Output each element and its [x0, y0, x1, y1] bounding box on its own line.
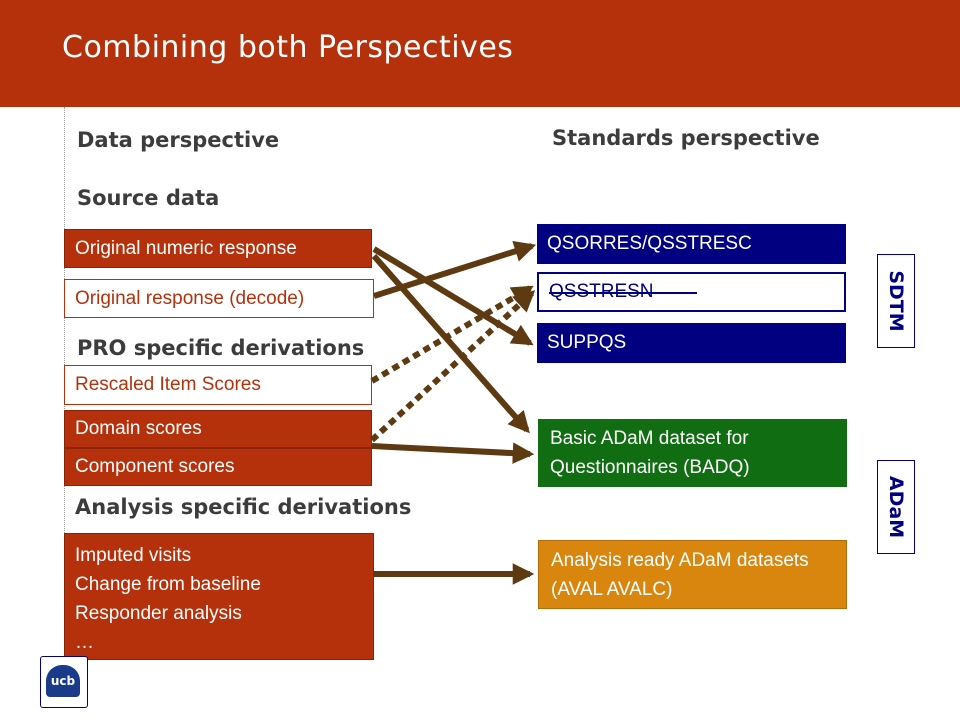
domain-scores-box: Domain scores	[64, 410, 372, 448]
arrow-numeric-to-suppqs	[372, 246, 534, 346]
qsstresn-label: QSSTRESN	[549, 281, 654, 303]
analysis-line-responder: Responder analysis	[75, 603, 242, 624]
adam-badge: ADaM	[877, 460, 915, 554]
component-scores-label: Component scores	[75, 456, 235, 478]
arrow-numeric-to-badq	[371, 254, 530, 434]
original-response-decode-box: Original response (decode)	[64, 279, 374, 318]
strikethrough-line	[549, 292, 697, 294]
qsstresn-box: QSSTRESN	[537, 272, 846, 312]
qsorres-label: QSORRES/QSSTRESC	[547, 233, 752, 255]
original-response-decode-label: Original response (decode)	[75, 287, 305, 309]
badq-label: Basic ADaM dataset for Questionnaires (B…	[550, 428, 750, 478]
slide-title: Combining both Perspectives	[62, 30, 514, 65]
analysis-line-imputed: Imputed visits	[75, 545, 192, 566]
analysis-derivations-box: Imputed visits Change from baseline Resp…	[64, 533, 374, 660]
original-numeric-response-box: Original numeric response	[64, 229, 372, 268]
analysis-line-ellipsis: …	[75, 632, 94, 653]
data-perspective-heading: Data perspective	[77, 128, 280, 152]
header-bar: Combining both Perspectives	[0, 0, 960, 107]
pro-derivations-heading: PRO specific derivations	[77, 336, 365, 360]
arrow-domain-to-qsstresn	[369, 290, 536, 443]
qsorres-box: QSORRES/QSSTRESC	[537, 224, 846, 264]
source-data-heading: Source data	[77, 186, 220, 210]
badq-box: Basic ADaM dataset for Questionnaires (B…	[538, 419, 847, 487]
component-scores-box: Component scores	[64, 448, 372, 486]
sdtm-badge: SDTM	[877, 254, 915, 348]
suppqs-box: SUPPQS	[537, 323, 846, 363]
domain-scores-label: Domain scores	[75, 418, 202, 440]
analysis-derivations-heading: Analysis specific derivations	[75, 495, 412, 519]
standards-perspective-heading: Standards perspective	[552, 126, 820, 150]
arrow-domain-to-badq	[371, 442, 535, 464]
ucb-logo-mark: ucb	[46, 665, 80, 697]
rescaled-item-scores-box: Rescaled Item Scores	[64, 365, 372, 405]
ucb-logo: ucb	[40, 656, 88, 708]
rescaled-item-scores-label: Rescaled Item Scores	[75, 374, 261, 396]
analysis-ready-label: Analysis ready ADaM datasets (AVAL AVALC…	[551, 549, 809, 600]
arrow-decode-to-qsorres	[373, 240, 537, 299]
suppqs-label: SUPPQS	[547, 332, 627, 354]
analysis-line-change: Change from baseline	[75, 574, 261, 595]
original-numeric-response-label: Original numeric response	[75, 237, 297, 259]
arrow-rescaled-to-qsstresn	[370, 285, 534, 384]
analysis-ready-box: Analysis ready ADaM datasets (AVAL AVALC…	[538, 540, 847, 609]
